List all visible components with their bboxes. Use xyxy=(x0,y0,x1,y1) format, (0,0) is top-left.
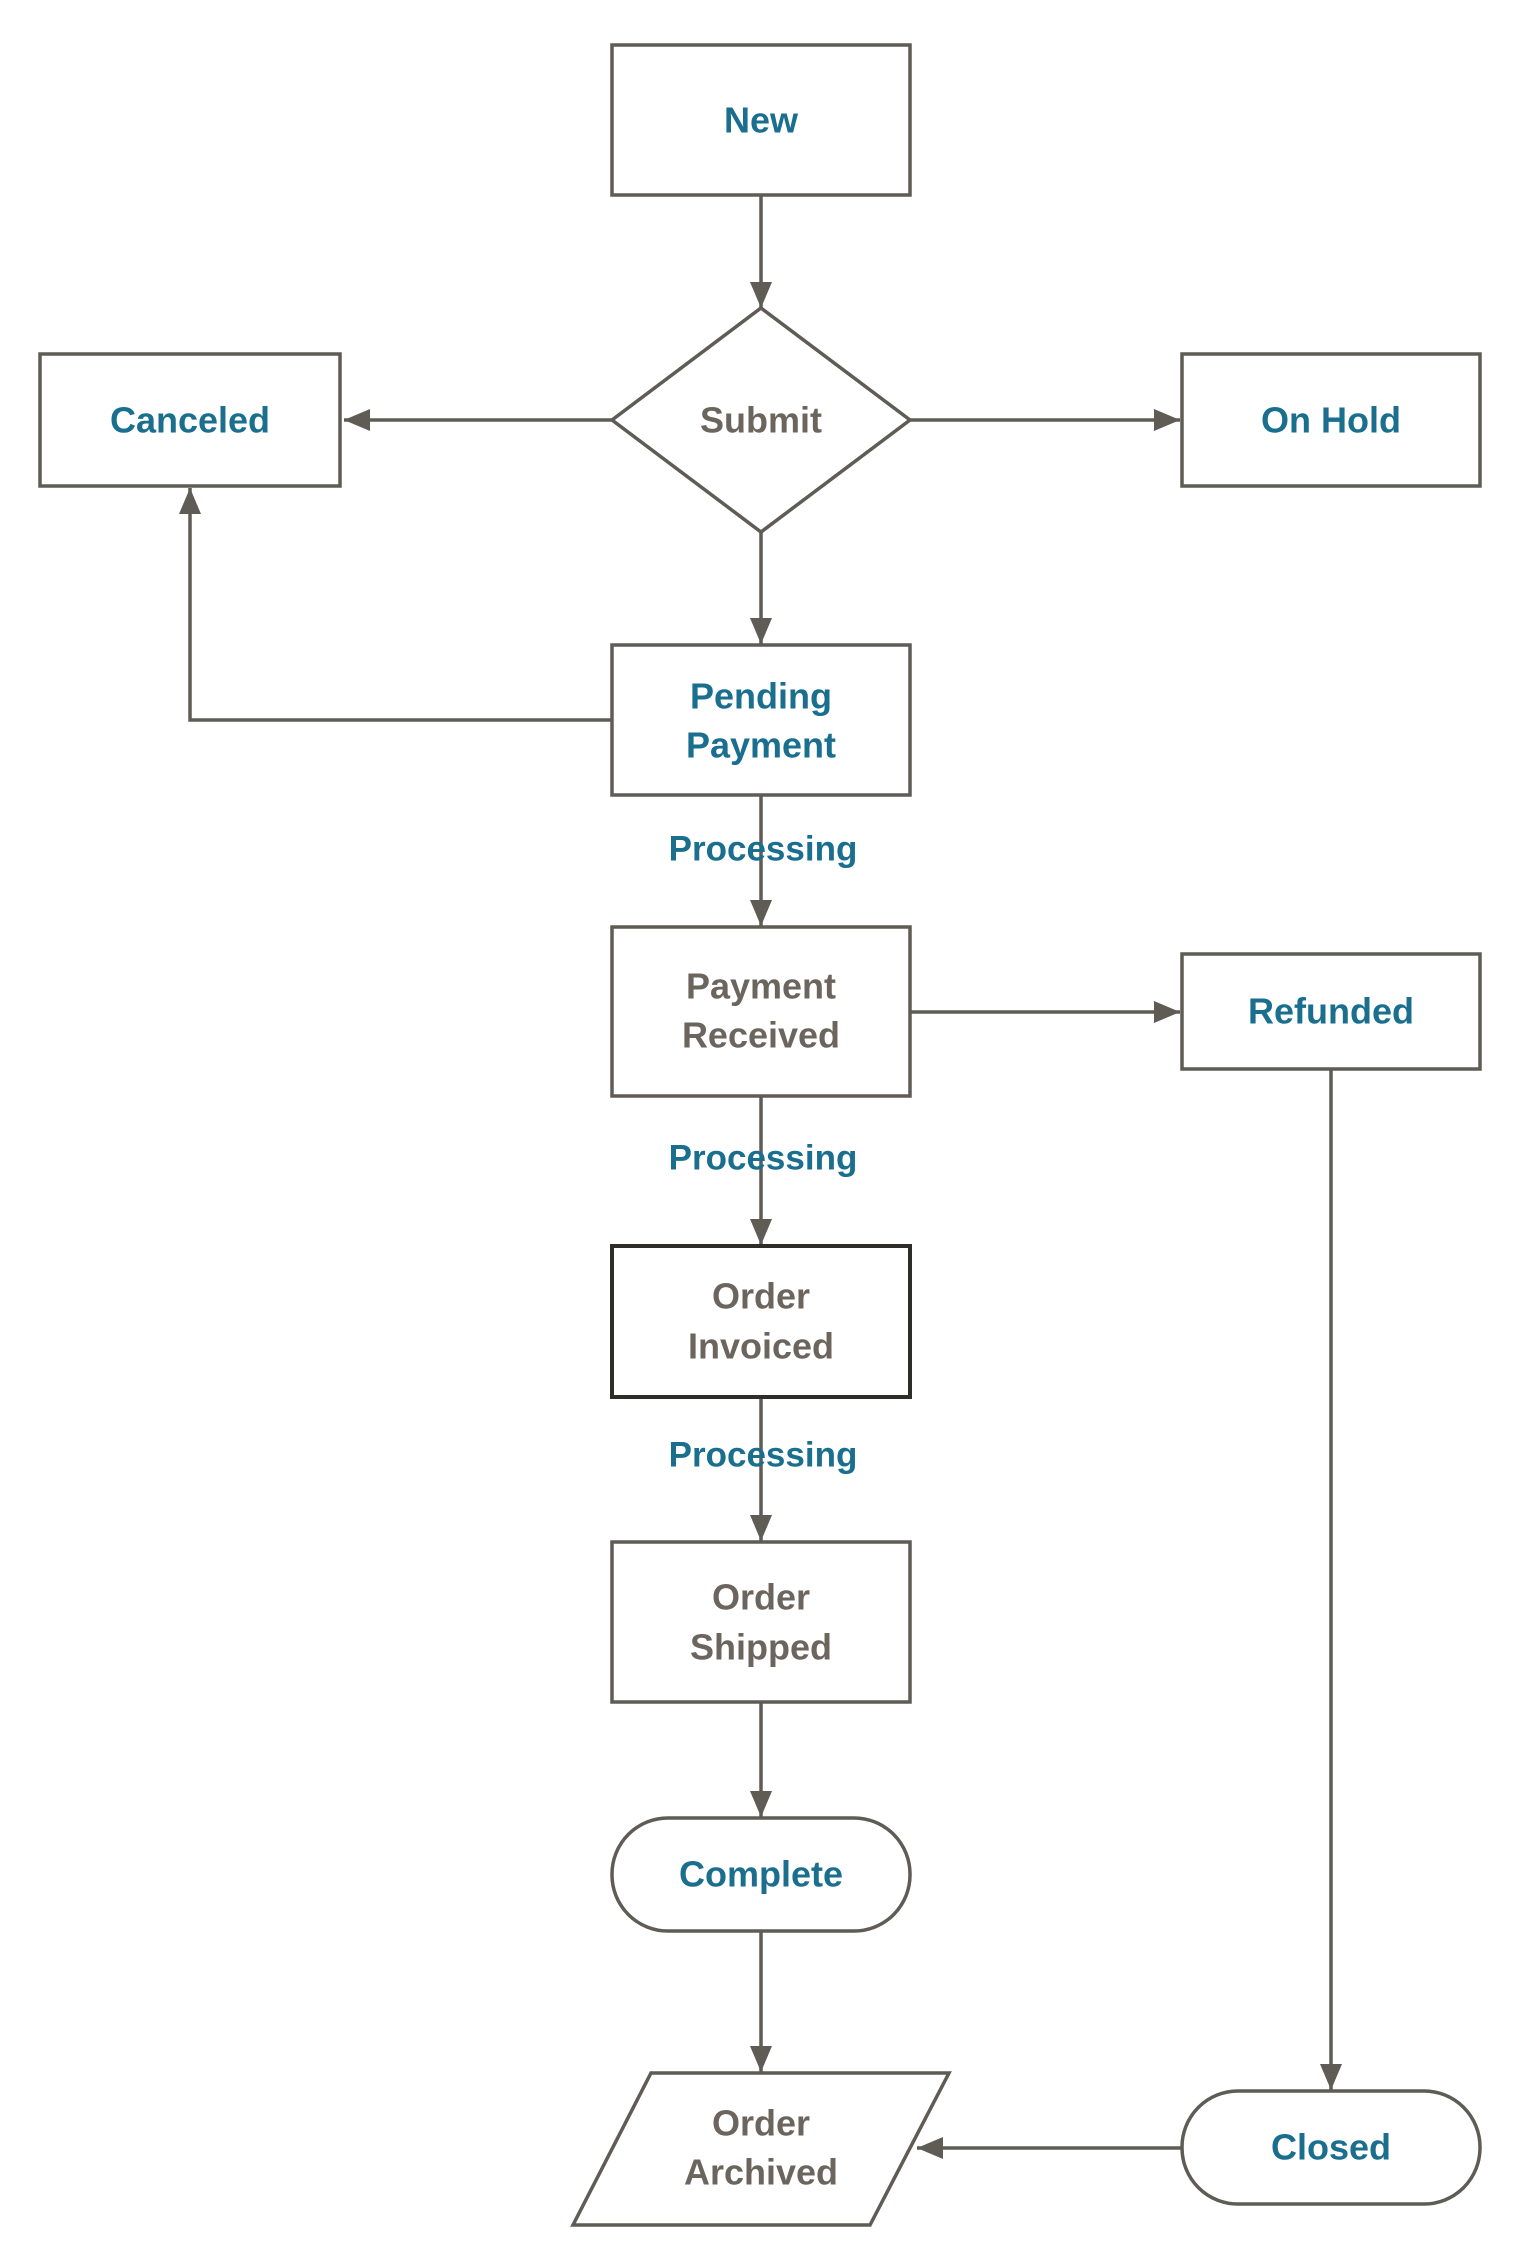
node-order-invoiced: Order Invoiced xyxy=(610,1244,912,1399)
node-order-shipped-line2: Shipped xyxy=(690,1627,832,1668)
edge-label-received-to-invoiced: Processing xyxy=(669,1139,858,1178)
edge-label-invoiced-to-shipped: Processing xyxy=(669,1436,858,1475)
node-pending-payment-line1: Pending xyxy=(690,676,832,717)
node-new: New xyxy=(610,43,912,197)
node-on-hold-label: On Hold xyxy=(1261,400,1401,441)
node-payment-received: Payment Received xyxy=(610,925,912,1098)
node-submit: Submit xyxy=(609,305,913,535)
edge-pending-to-canceled xyxy=(179,488,612,722)
node-order-archived-line1: Order xyxy=(712,2103,810,2144)
node-order-invoiced-line2: Invoiced xyxy=(688,1326,834,1367)
node-closed-label: Closed xyxy=(1271,2127,1391,2168)
edge-label-pending-to-received: Processing xyxy=(669,830,858,869)
node-complete-label: Complete xyxy=(679,1854,843,1895)
node-order-archived: Order Archived xyxy=(570,2071,952,2227)
node-order-shipped-line1: Order xyxy=(712,1577,810,1618)
node-order-archived-line2: Archived xyxy=(684,2152,838,2193)
node-canceled-label: Canceled xyxy=(110,400,270,441)
node-pending-payment-line2: Payment xyxy=(686,725,836,766)
node-submit-label: Submit xyxy=(700,400,822,441)
node-refunded-label: Refunded xyxy=(1248,991,1414,1032)
node-pending-payment: Pending Payment xyxy=(610,643,912,797)
node-on-hold: On Hold xyxy=(1180,352,1482,488)
node-canceled: Canceled xyxy=(38,352,342,488)
node-order-invoiced-line1: Order xyxy=(712,1276,810,1317)
node-payment-received-line1: Payment xyxy=(686,966,836,1007)
node-payment-received-line2: Received xyxy=(682,1015,840,1056)
node-closed: Closed xyxy=(1180,2089,1482,2206)
node-refunded: Refunded xyxy=(1180,952,1482,1071)
node-new-label: New xyxy=(724,100,799,141)
node-complete: Complete xyxy=(610,1816,912,1933)
node-order-shipped: Order Shipped xyxy=(610,1540,912,1704)
